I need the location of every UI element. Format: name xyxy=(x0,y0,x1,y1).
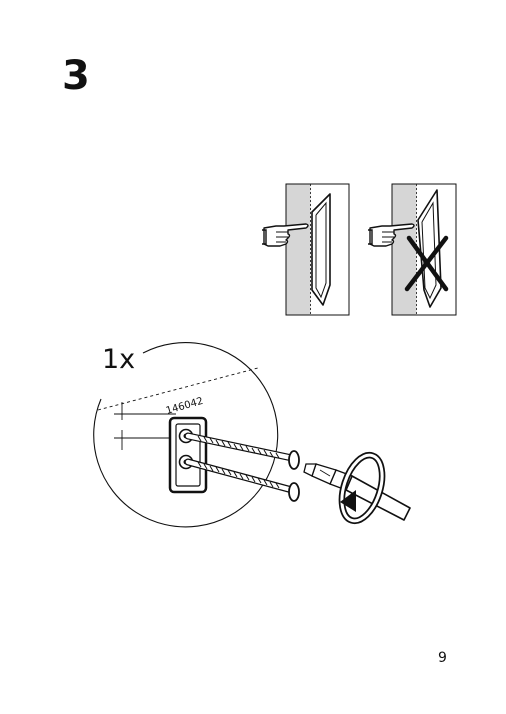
cross-icon xyxy=(404,235,449,292)
step-number: 3 xyxy=(62,53,90,99)
dimension-marks xyxy=(114,402,176,450)
picture-frame xyxy=(311,193,331,306)
screw xyxy=(184,432,300,470)
pointing-hand-icon xyxy=(368,223,415,247)
correct-placement-panel xyxy=(262,183,350,316)
wall-section xyxy=(392,184,417,315)
part-number-label: 146042 xyxy=(165,396,205,417)
wall-hanger-plate xyxy=(168,416,208,494)
wall-section xyxy=(286,184,311,315)
pointing-hand-icon xyxy=(262,223,309,247)
quantity-label: 1x xyxy=(102,344,136,375)
page-number: 9 xyxy=(438,650,447,666)
screw xyxy=(184,458,300,502)
screwdriver-icon xyxy=(303,463,411,521)
incorrect-placement-panel xyxy=(368,183,457,316)
rotate-clockwise-arrow-icon xyxy=(338,451,386,525)
